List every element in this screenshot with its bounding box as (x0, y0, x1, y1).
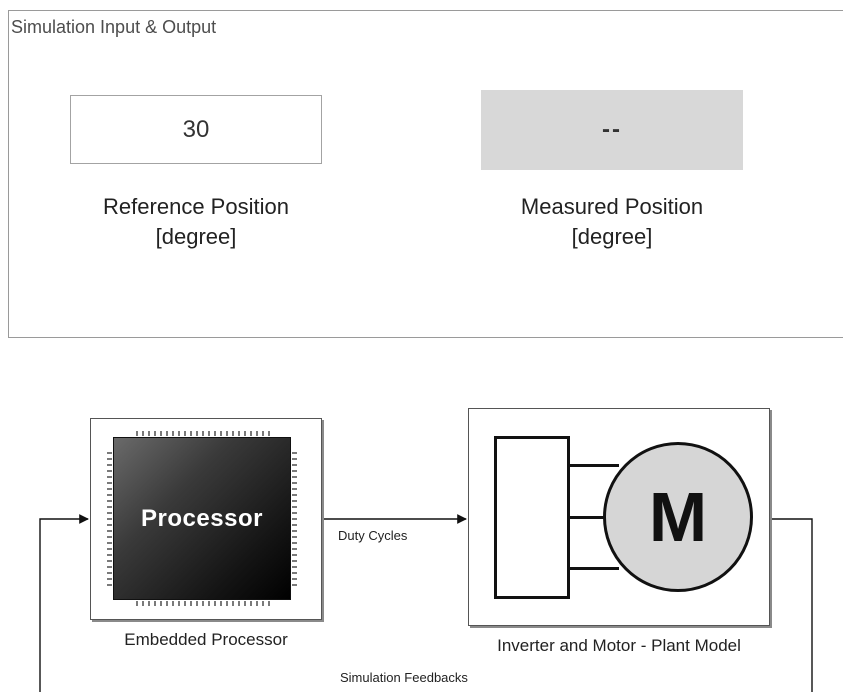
simulation-feedbacks-label: Simulation Feedbacks (340, 670, 468, 685)
measured-position-display: -- (481, 90, 743, 170)
motor-letter: M (648, 478, 708, 556)
chip-pins-left (107, 452, 112, 586)
reference-position-label-unit: [degree] (155, 224, 237, 249)
measured-position-label-line1: Measured Position (520, 194, 704, 219)
feedback-signal-line[interactable] (39, 519, 813, 692)
chip-pins-bottom (136, 601, 270, 606)
reference-position-label: Reference Position [degree] (46, 192, 346, 252)
processor-chip-label: Processor (141, 504, 263, 532)
motor-icon: M (603, 442, 753, 592)
chip-pins-right (292, 452, 297, 586)
reference-position-input[interactable]: 30 (70, 95, 322, 164)
inverter-icon (494, 436, 570, 599)
motor-wire-bottom (569, 567, 619, 570)
chip-pins-top (136, 431, 270, 436)
inverter-motor-caption: Inverter and Motor - Plant Model (497, 636, 741, 655)
embedded-processor-caption: Embedded Processor (124, 630, 288, 649)
processor-chip-icon: Processor (113, 437, 291, 600)
measured-position-label: Measured Position [degree] (462, 192, 762, 252)
reference-position-label-line1: Reference Position (103, 194, 289, 219)
motor-wire-top (569, 464, 619, 467)
duty-cycles-label: Duty Cycles (338, 528, 408, 543)
panel-title: Simulation Input & Output (11, 17, 217, 37)
measured-position-label-unit: [degree] (571, 224, 653, 249)
simulation-io-panel: Simulation Input & Output (8, 10, 843, 338)
motor-wire-middle (569, 516, 607, 519)
